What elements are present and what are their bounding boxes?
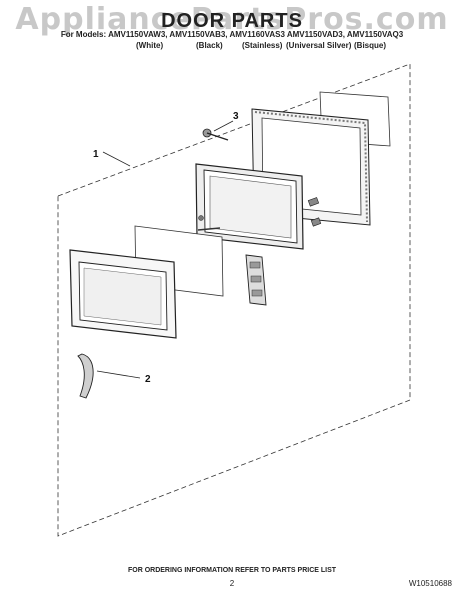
leader-lines: [96, 120, 234, 379]
models-line: For Models: AMV1150VAW3, AMV1150VAB3, AM…: [60, 30, 404, 39]
ordering-note: FOR ORDERING INFORMATION REFER TO PARTS …: [127, 567, 337, 574]
color-label-white: (White): [136, 41, 164, 50]
outer-door-panel: [69, 249, 177, 339]
watermark: AppliancePartsPros.com: [15, 2, 449, 37]
callout-1: 1: [93, 149, 99, 160]
door-handle: [77, 353, 94, 399]
document-number: W10510688: [408, 579, 452, 588]
callout-3: 3: [233, 111, 239, 122]
latch-parts: [197, 197, 322, 231]
callout-2: 2: [145, 374, 151, 385]
latch-assembly: [245, 254, 267, 306]
color-label-black: (Black): [196, 41, 223, 50]
door-frame: [195, 163, 304, 250]
page-title: DOOR PARTS: [161, 10, 303, 32]
color-label-stainless: (Stainless): [242, 41, 283, 50]
page-number: 2: [229, 579, 235, 588]
screw-part: [202, 128, 229, 141]
color-label-bisque: (Bisque): [354, 41, 386, 50]
color-label-universal-silver: (Universal Silver): [286, 41, 352, 50]
assembly-outline: [57, 63, 411, 537]
